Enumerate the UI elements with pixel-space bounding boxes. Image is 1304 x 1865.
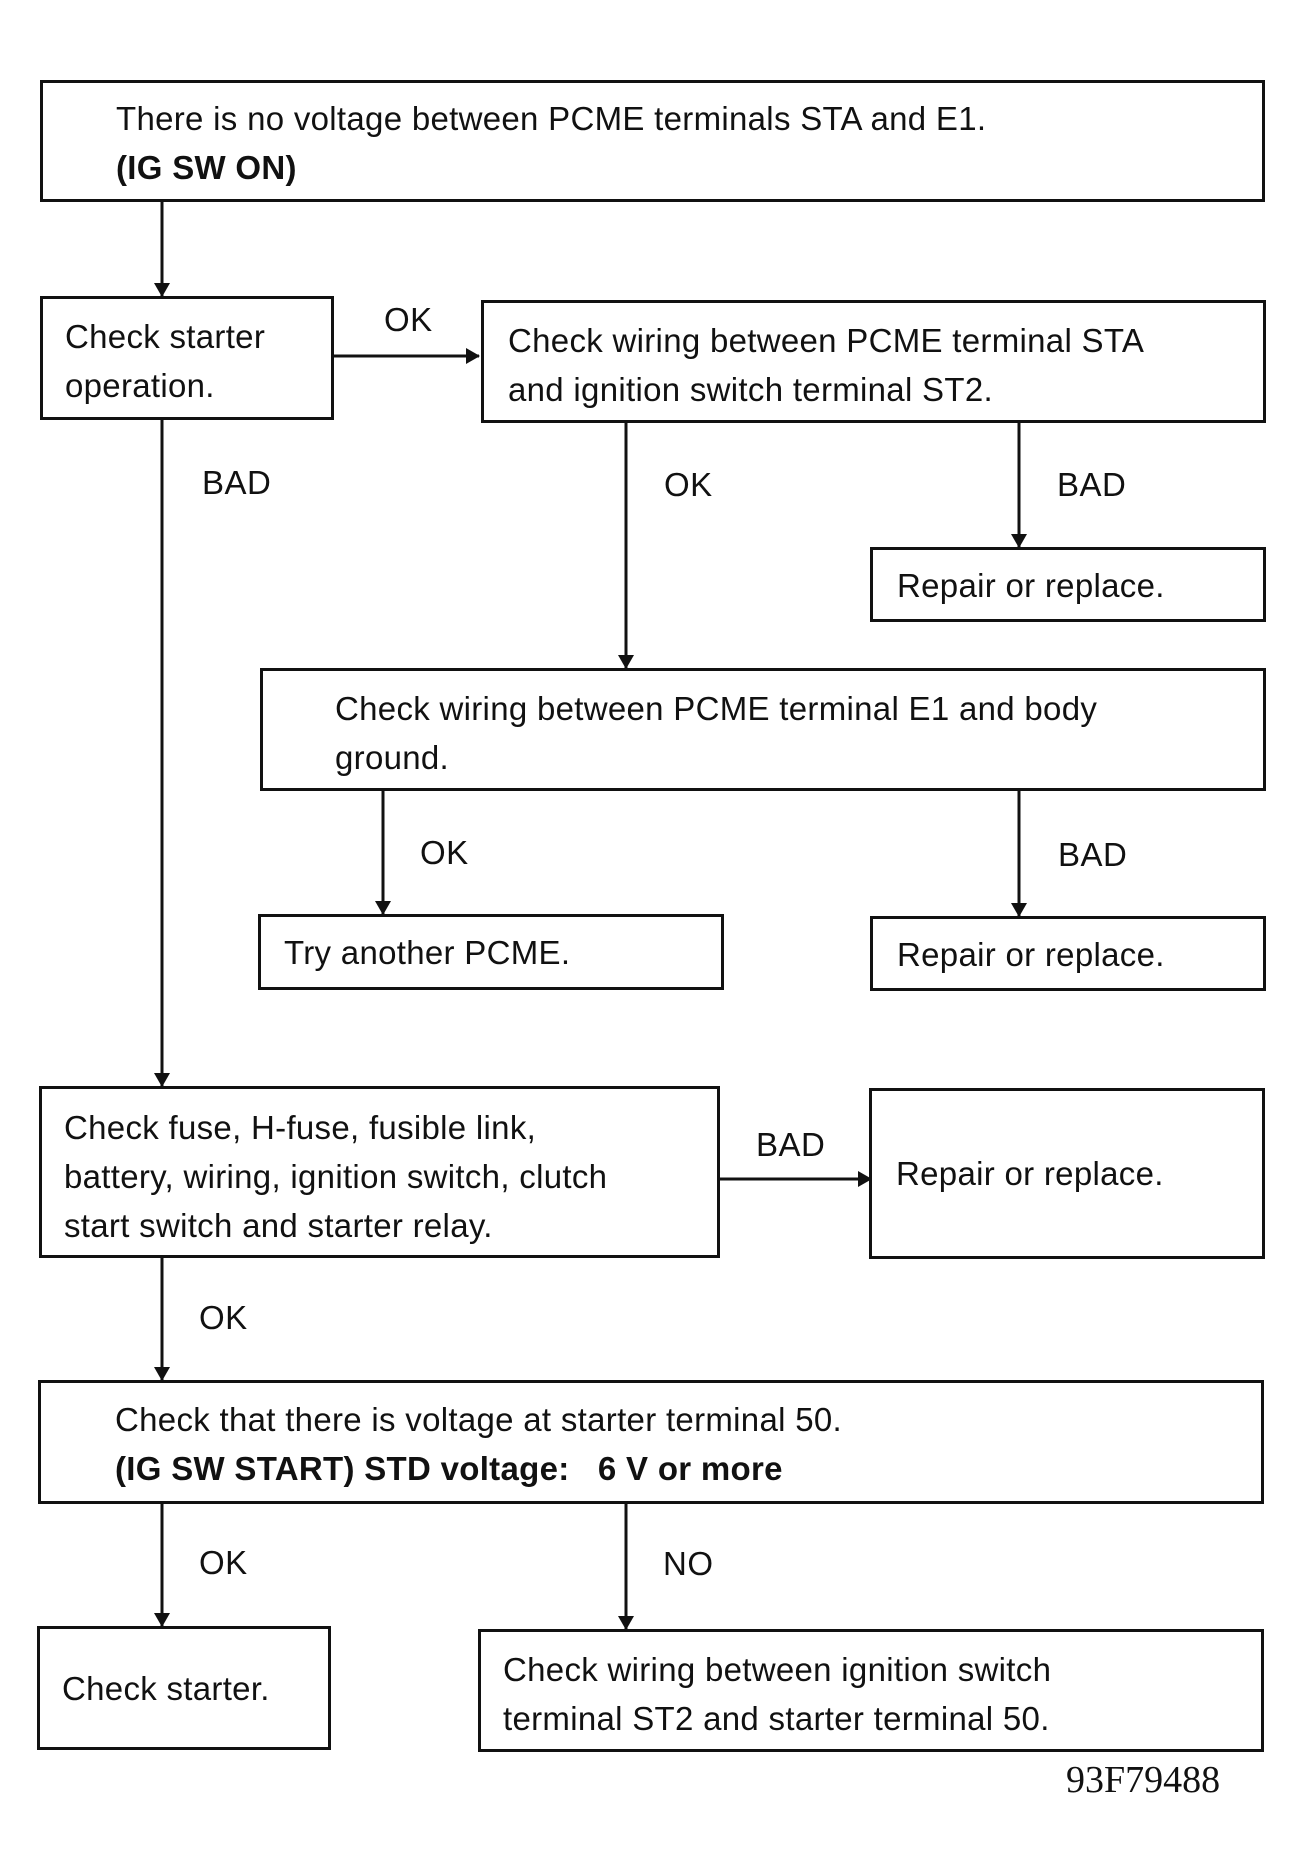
box-try-another-pcme: Try another PCME. — [258, 914, 724, 990]
box-check-starter-operation: Check starter operation. — [40, 296, 334, 420]
label-ok-check-fuse: OK — [199, 1299, 248, 1336]
box-check-wiring-sta-st2: Check wiring between PCME terminal STA a… — [481, 300, 1266, 423]
box-check-fuse-battery-wiring: Check fuse, H-fuse, fusible link, batter… — [39, 1086, 720, 1258]
box-text-line: Check starter. — [62, 1670, 270, 1707]
box-check-starter: Check starter. — [37, 1626, 331, 1750]
box-text-line: Repair or replace. — [897, 936, 1165, 973]
label-bad-check-fuse: BAD — [756, 1126, 826, 1163]
box-repair-or-replace-2: Repair or replace. — [870, 916, 1266, 991]
box-check-wiring-e1-ground: Check wiring between PCME terminal E1 an… — [260, 668, 1266, 791]
label-ok-voltage: OK — [199, 1544, 248, 1581]
label-ok-wiring-e1: OK — [420, 834, 469, 871]
box-std-voltage-text: (IG SW START) STD voltage: 6 V or more — [115, 1450, 783, 1487]
box-text-line: operation. — [65, 367, 215, 404]
label-no-voltage: NO — [663, 1545, 714, 1582]
figure-code: 93F79488 — [1066, 1759, 1221, 1801]
box-text-line: Repair or replace. — [897, 567, 1165, 604]
box-repair-or-replace-3: Repair or replace. — [869, 1088, 1265, 1259]
box-text-line: Check wiring between ignition switch — [503, 1651, 1052, 1688]
box-text-line: Check wiring between PCME terminal E1 an… — [335, 690, 1098, 727]
box-text-line: Check wiring between PCME terminal STA — [508, 322, 1145, 359]
box-text-line: start switch and starter relay. — [64, 1207, 493, 1244]
box-text-line: There is no voltage between PCME termina… — [116, 100, 987, 137]
label-bad-wiring-e1: BAD — [1058, 836, 1128, 873]
box-check-voltage-terminal-50: Check that there is voltage at starter t… — [38, 1380, 1264, 1504]
box-text-line: Check that there is voltage at starter t… — [115, 1401, 842, 1438]
box-repair-or-replace-1: Repair or replace. — [870, 547, 1266, 622]
box-text-line: Check fuse, H-fuse, fusible link, — [64, 1109, 537, 1146]
box-condition-text: (IG SW ON) — [116, 149, 297, 186]
box-text-line: Check starter — [65, 318, 266, 355]
label-ok-wiring-sta: OK — [664, 466, 713, 503]
box-text-line: Repair or replace. — [896, 1155, 1164, 1192]
box-text-line: and ignition switch terminal ST2. — [508, 371, 993, 408]
box-no-voltage-sta-e1: There is no voltage between PCME termina… — [40, 80, 1265, 202]
box-text-line: Try another PCME. — [284, 934, 571, 971]
box-text-line: battery, wiring, ignition switch, clutch — [64, 1158, 608, 1195]
label-bad-wiring-sta: BAD — [1057, 466, 1127, 503]
box-text-line: ground. — [335, 739, 450, 776]
box-text-line: terminal ST2 and starter terminal 50. — [503, 1700, 1050, 1737]
box-check-wiring-st2-terminal-50: Check wiring between ignition switch ter… — [478, 1629, 1264, 1752]
label-ok-starter-operation: OK — [384, 301, 433, 338]
label-bad-starter-operation: BAD — [202, 464, 272, 501]
